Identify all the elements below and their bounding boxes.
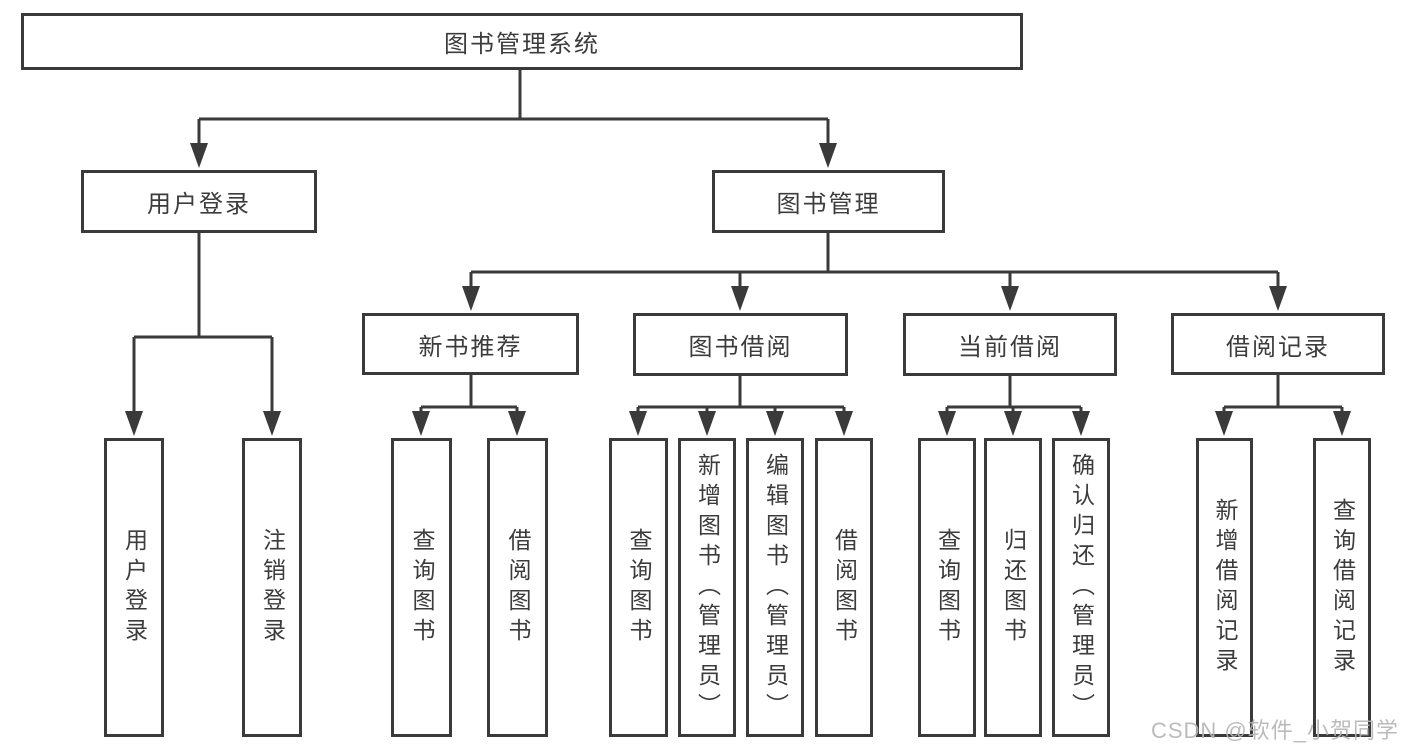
leaf-query-book-borrow: 查询图书 — [609, 438, 668, 737]
node-book-management: 图书管理 — [712, 170, 945, 233]
node-current-borrow: 当前借阅 — [903, 313, 1117, 376]
leaf-query-book-recommend: 查询图书 — [391, 438, 452, 737]
leaf-return-book: 归还图书 — [984, 438, 1042, 737]
node-root: 图书管理系统 — [21, 13, 1023, 70]
node-borrow-record: 借阅记录 — [1171, 313, 1385, 375]
node-new-book-recommend: 新书推荐 — [362, 313, 579, 375]
leaf-edit-book-admin: 编辑图书（管理员） — [746, 438, 804, 737]
leaf-borrow-book-recommend: 借阅图书 — [487, 438, 548, 737]
csdn-watermark: CSDN @软件_小贺同学 — [1150, 718, 1399, 743]
leaf-confirm-return-admin: 确认归还（管理员） — [1052, 438, 1110, 737]
leaf-add-book-admin: 新增图书（管理员） — [678, 438, 736, 737]
leaf-add-borrow-record: 新增借阅记录 — [1196, 438, 1253, 737]
leaf-borrow-book-borrow: 借阅图书 — [815, 438, 873, 737]
leaf-logout: 注销登录 — [242, 438, 302, 737]
arrowheads — [125, 143, 1351, 436]
leaf-user-login: 用户登录 — [104, 438, 164, 737]
leaf-query-book-current: 查询图书 — [918, 438, 976, 737]
node-book-borrow: 图书借阅 — [633, 313, 848, 376]
leaf-query-borrow-record: 查询借阅记录 — [1313, 438, 1371, 737]
node-user-login-group: 用户登录 — [81, 170, 317, 233]
